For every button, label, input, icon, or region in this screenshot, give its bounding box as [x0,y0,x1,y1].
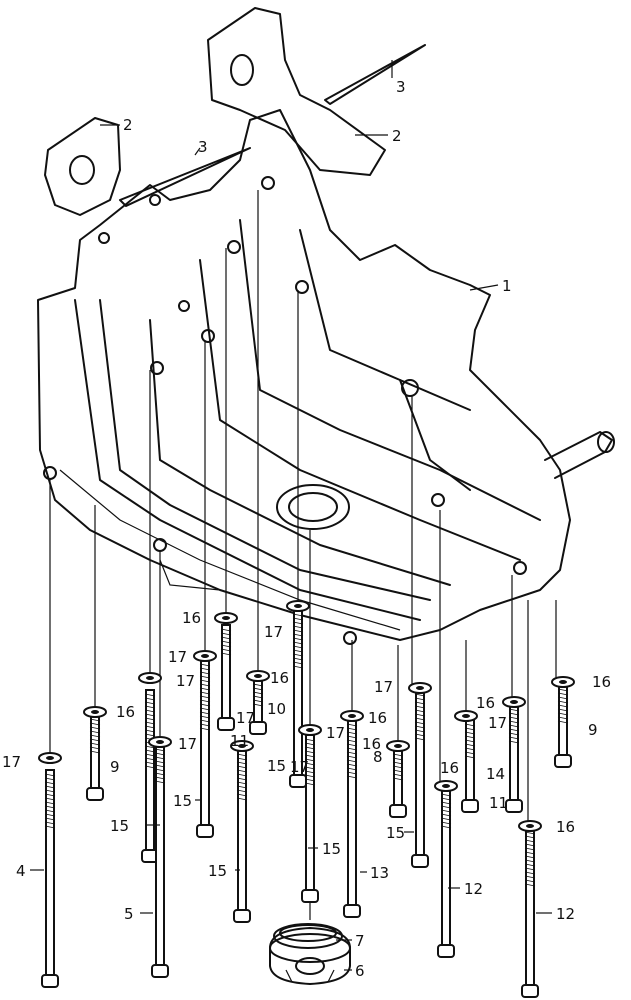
alignment-lines [49,190,557,920]
bolt [554,684,572,768]
callout-16-f: 16 [440,759,459,777]
washer [386,740,410,752]
callout-15-e: 15 [322,840,341,858]
bolt [461,719,479,813]
gasket-strip-3-lower [119,147,251,207]
callout-17-j: 17 [290,758,309,776]
callout-2-left: 2 [123,116,133,134]
bolt [141,689,159,863]
washer [340,710,364,722]
callout-15-a: 15 [110,817,129,835]
bolt [411,689,429,868]
callout-3-lower: 3 [198,138,208,156]
bolt-group [38,600,575,998]
washer [286,600,310,612]
callout-4: 4 [16,862,26,880]
washer [408,682,432,694]
callout-labels: 1 2 2 3 3 4 5 6 7 8 9 9 10 11 11 12 12 1… [2,78,611,980]
callout-14: 14 [486,765,505,783]
callout-16-g: 16 [476,694,495,712]
leader-lines [30,60,552,971]
gasket-strip-3-upper [324,44,426,105]
callout-2-right: 2 [392,127,402,145]
callout-15-f: 15 [386,824,405,842]
callout-12-right: 12 [556,905,575,923]
washer [38,752,62,764]
callout-8: 8 [373,748,383,766]
bolt [505,704,523,813]
callout-6: 6 [355,962,365,980]
callout-17-h: 17 [374,678,393,696]
bolt [86,714,104,801]
bolt [389,749,407,818]
bolt [521,827,539,998]
callout-12-center: 12 [464,880,483,898]
callout-3-upper: 3 [396,78,406,96]
callout-17-f: 17 [264,623,283,641]
callout-17-g: 17 [326,724,345,742]
bolt [233,749,251,923]
washer [518,820,542,832]
washer [434,780,458,792]
callout-16-i: 16 [556,818,575,836]
gasket-plate-right [207,7,386,176]
washer [502,696,526,708]
callout-17-d: 17 [178,735,197,753]
callout-13: 13 [370,864,389,882]
drain-plug-gasket [273,923,343,949]
bolt [41,769,59,988]
callout-17-a: 17 [2,753,21,771]
callout-16-h: 16 [592,673,611,691]
callout-11-right: 11 [489,794,508,812]
callout-1: 1 [502,277,512,295]
callout-15-c: 15 [208,862,227,880]
gasket-plate-left [44,117,121,216]
callout-16-e: 16 [362,735,381,753]
callout-16-d: 16 [368,709,387,727]
bolt [196,659,214,838]
bolt [343,719,361,918]
bolt [437,789,455,958]
callout-17-i: 17 [488,714,507,732]
callout-17-e: 17 [236,709,255,727]
callout-11-left: 11 [230,732,249,750]
washer [230,740,254,752]
washer [193,650,217,662]
callout-5: 5 [124,905,134,923]
washer [83,706,107,718]
washer [148,736,172,748]
bolt [301,734,319,903]
drain-plug [269,926,351,986]
washer [138,672,162,684]
callout-16-a: 16 [182,609,201,627]
washer [298,724,322,736]
callout-7: 7 [355,932,365,950]
callout-16-c: 16 [270,669,289,687]
callout-17-c: 17 [176,672,195,690]
oil-pan-body [37,109,615,645]
washer [246,670,270,682]
callout-15-b: 15 [173,792,192,810]
washer [214,612,238,624]
callout-10: 10 [267,700,286,718]
washer [551,676,575,688]
callout-15-d: 15 [267,757,286,775]
callout-16-b: 16 [116,703,135,721]
callout-9-right: 9 [588,721,598,739]
callout-17-b: 17 [168,648,187,666]
callout-9-left: 9 [110,758,120,776]
bolt [217,624,235,731]
washer [454,710,478,722]
